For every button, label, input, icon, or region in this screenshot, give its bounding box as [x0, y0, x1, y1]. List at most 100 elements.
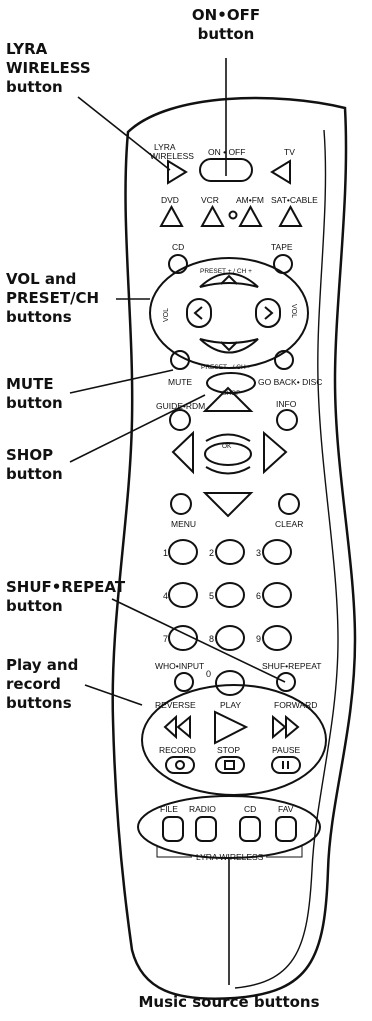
shop-button [206, 372, 256, 394]
callout-vol-preset-line-3: buttons [6, 308, 72, 326]
mute-button [170, 350, 190, 370]
pause-label: PAUSE [272, 745, 301, 755]
remote-body [111, 96, 357, 1000]
cd-label-bottom: CD [244, 804, 256, 814]
tape-button [273, 254, 293, 274]
play-button [214, 710, 249, 745]
go-back-disc-button [274, 350, 294, 370]
callout-play-record-line-3: buttons [6, 694, 72, 712]
dvd-button [159, 204, 184, 227]
digit-9-label: 9 [256, 634, 261, 644]
callout-shuf-repeat-line-2: button [6, 597, 63, 615]
record-button [165, 756, 195, 774]
leader-shop [69, 394, 206, 463]
guide-rdm-label: GUIDE•RDM [156, 401, 205, 411]
menu-label: MENU [171, 519, 196, 529]
digit-6-label: 6 [256, 591, 261, 601]
lyra-wireless-button [167, 159, 188, 185]
ok-label: OK [222, 443, 232, 450]
tv-button [270, 159, 291, 185]
fav-label: FAV [278, 804, 294, 814]
vol-left-button [186, 298, 212, 328]
leader-shuf-repeat [111, 598, 286, 683]
preset-up-button [199, 272, 259, 288]
lyra-label-1: LYRA [154, 142, 176, 152]
preset-up-label: PRESET + / CH + [200, 268, 252, 275]
lyra-label-2: WIRELESS [150, 151, 194, 161]
who-input-label: WHO•INPUT [155, 661, 204, 671]
callout-lyra-wireless-line-2: WIRELESS [6, 59, 91, 77]
key-0 [215, 670, 245, 696]
key-1 [168, 539, 198, 565]
callout-shop: SHOP button [6, 446, 63, 484]
ok-button [204, 442, 252, 466]
vcr-button [200, 204, 225, 227]
clear-label: CLEAR [275, 519, 303, 529]
leader-mute [69, 369, 174, 394]
key-8 [215, 625, 245, 651]
callout-music-source: Music source buttons [104, 993, 354, 1012]
forward-button [272, 714, 287, 740]
sat-cable-button [278, 204, 303, 227]
down-button [202, 492, 254, 518]
callout-on-off-line-1: ON•OFF [191, 6, 261, 24]
callout-shop-line-2: button [6, 465, 63, 483]
callout-vol-preset: VOL and PRESET/CH buttons [6, 270, 99, 327]
cd-button-top [168, 254, 188, 274]
left-button [171, 430, 194, 475]
stop-button [215, 756, 245, 774]
forward-label: FORWARD [274, 700, 317, 710]
callout-on-off: ON•OFF button [186, 6, 266, 44]
leader-lyra-wireless [77, 96, 171, 171]
on-off-label: ON • OFF [208, 147, 245, 157]
stop-label: STOP [217, 745, 240, 755]
reverse-label: REVERSE [155, 700, 196, 710]
tape-label: TAPE [271, 242, 293, 252]
callout-music-source-text: Music source buttons [138, 993, 320, 1011]
callout-lyra-wireless: LYRA WIRELESS button [6, 40, 91, 97]
reverse-button [163, 714, 177, 740]
digit-0-label: 0 [206, 669, 211, 679]
am-fm-label: AM•FM [236, 195, 264, 205]
am-fm-indicator [228, 210, 238, 220]
key-4 [168, 582, 198, 608]
key-2 [215, 539, 245, 565]
cd-button-bottom [239, 816, 261, 842]
preset-down-button [199, 338, 259, 354]
callout-shuf-repeat-line-1: SHUF•REPEAT [6, 578, 126, 596]
callout-lyra-wireless-line-3: button [6, 78, 63, 96]
vol-right-button [255, 298, 281, 328]
preset-down-label: PRESET - / CH - [201, 364, 250, 371]
clear-button [278, 493, 300, 515]
who-input-button [174, 672, 194, 692]
digit-3-label: 3 [256, 548, 261, 558]
callout-vol-preset-line-2: PRESET/CH [6, 289, 100, 307]
digit-4-label: 4 [163, 591, 168, 601]
key-3 [262, 539, 292, 565]
digit-5-label: 5 [209, 591, 214, 601]
guide-rdm-button [169, 409, 191, 431]
am-fm-button [238, 204, 263, 227]
info-button [276, 409, 298, 431]
radio-label: RADIO [189, 804, 216, 814]
fav-button [275, 816, 297, 842]
info-label: INFO [276, 399, 297, 409]
menu-button [170, 493, 192, 515]
number-keys [168, 539, 292, 696]
callout-mute-line-2: button [6, 394, 63, 412]
mute-label: MUTE [168, 377, 192, 387]
pause-button [271, 756, 301, 774]
callout-vol-preset-line-1: VOL and [6, 270, 77, 288]
tv-label: TV [284, 147, 295, 157]
callout-mute: MUTE button [6, 375, 63, 413]
go-back-disc-label: GO BACK• DISC [258, 377, 322, 387]
digit-8-label: 8 [209, 634, 214, 644]
sat-cable-label: SAT•CABLE [271, 195, 318, 205]
shuf-repeat-button [276, 672, 296, 692]
digit-2-label: 2 [209, 548, 214, 558]
up-button [202, 386, 254, 412]
callout-lyra-wireless-line-1: LYRA [6, 40, 48, 58]
digit-7-label: 7 [163, 634, 168, 644]
